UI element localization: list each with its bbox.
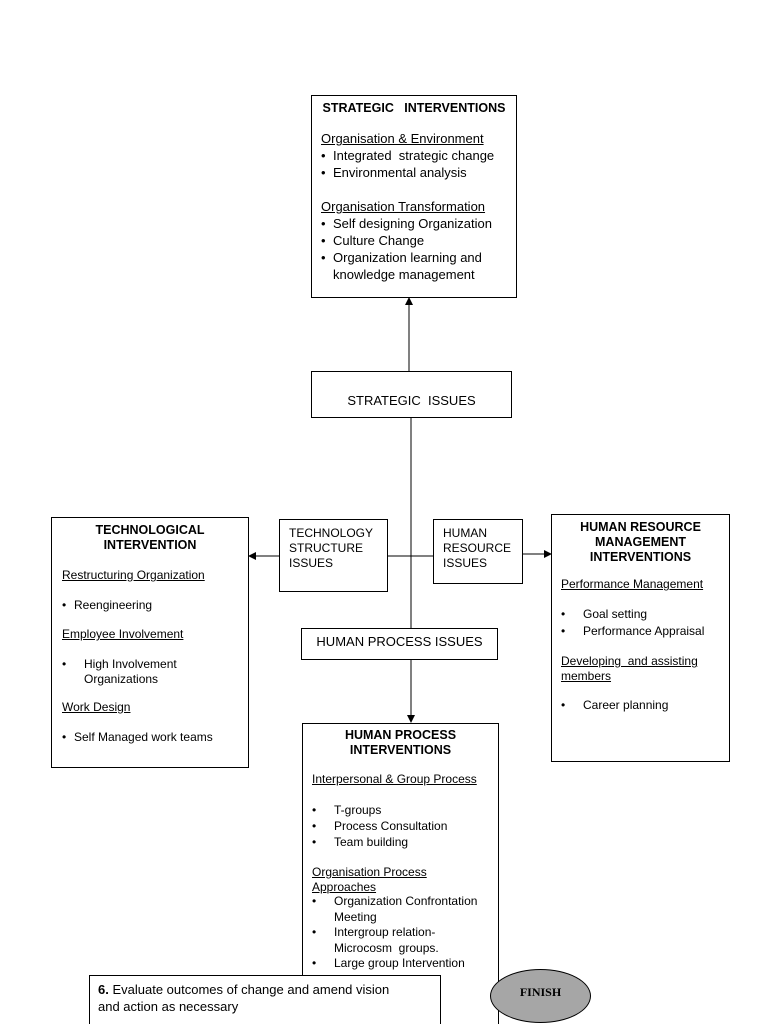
list-item: •Performance Appraisal <box>561 624 705 638</box>
technology-structure-issues-box: TECHNOLOGY STRUCTURE ISSUES <box>279 519 388 592</box>
list-item: •Environmental analysis <box>321 165 467 180</box>
section-heading: Organisation & Environment <box>321 131 484 146</box>
strategic-issues-box: STRATEGIC ISSUES <box>311 371 512 418</box>
strategic-issues-label: STRATEGIC ISSUES <box>347 393 476 408</box>
list-item-continuation: Meeting <box>334 909 377 924</box>
step-number: 6. <box>98 982 109 997</box>
list-item: •Team building <box>312 835 409 849</box>
list-item: •Reengineering <box>62 598 153 612</box>
list-item: •Organization Confrontation <box>312 894 478 908</box>
step-6-box: 6. Evaluate outcomes of change and amend… <box>89 975 441 1024</box>
human-process-issues-label: HUMAN PROCESS ISSUES <box>316 634 483 649</box>
list-item: •Integrated strategic change <box>321 148 495 163</box>
technology-structure-issues-label: TECHNOLOGY STRUCTURE ISSUES <box>289 526 374 570</box>
strategic-interventions-box: STRATEGIC INTERVENTIONS Organisation & E… <box>311 95 517 298</box>
section-heading: Work Design <box>62 700 131 714</box>
list-item: •T-groups <box>312 803 382 817</box>
list-item: •Organization learning and <box>321 250 482 265</box>
list-item: •Career planning <box>561 698 669 712</box>
technological-intervention-box: TECHNOLOGICAL INTERVENTION Restructuring… <box>51 517 249 768</box>
list-item-continuation: knowledge management <box>333 267 475 282</box>
step-6-text: 6. Evaluate outcomes of change and amend… <box>98 982 390 1014</box>
strategic-section-2: Organisation Transformation •Self design… <box>321 198 516 283</box>
section-heading: Organisation Transformation <box>321 199 486 214</box>
human-resource-issues-box: HUMAN RESOURCE ISSUES <box>433 519 523 584</box>
finish-label: FINISH <box>519 985 562 999</box>
list-item: •Culture Change <box>321 233 425 248</box>
list-item: •High Involvement Organizations <box>62 657 177 686</box>
section-heading: Employee Involvement <box>62 627 184 641</box>
list-item: •Large group Intervention <box>312 956 465 970</box>
human-process-interventions-title: HUMAN PROCESS INTERVENTIONS <box>344 728 457 757</box>
list-item: •Goal setting <box>561 607 648 621</box>
human-resource-issues-label: HUMAN RESOURCE ISSUES <box>443 526 512 570</box>
human-process-interventions-box: HUMAN PROCESS INTERVENTIONS Interpersona… <box>302 723 499 1024</box>
section-heading: Organisation Process Approaches <box>312 865 427 894</box>
hrm-list-1: •Goal setting •Performance Appraisal <box>561 607 704 639</box>
list-item: •Self Managed work teams <box>62 730 213 744</box>
list-item-continuation: Microcosm groups. <box>334 940 439 955</box>
hrm-interventions-title: HUMAN RESOURCE MANAGEMENT INTERVENTIONS <box>580 520 701 564</box>
hp-list-2: •Organization Confrontation Meeting •Int… <box>312 894 477 972</box>
human-process-issues-box: HUMAN PROCESS ISSUES <box>301 628 498 660</box>
section-heading: Performance Management <box>561 577 704 591</box>
section-heading: Restructuring Organization <box>62 568 205 582</box>
list-item: •Process Consultation <box>312 819 448 833</box>
section-heading: Interpersonal & Group Process <box>312 772 477 786</box>
strategic-interventions-title: STRATEGIC INTERVENTIONS <box>322 101 506 115</box>
finish-ellipse: FINISH <box>490 969 591 1023</box>
list-item: •Intergroup relation- <box>312 925 436 939</box>
hp-list-1: •T-groups •Process Consultation •Team bu… <box>312 802 447 850</box>
strategic-section-1: Organisation & Environment •Integrated s… <box>321 130 516 181</box>
hrm-interventions-box: HUMAN RESOURCE MANAGEMENT INTERVENTIONS … <box>551 514 730 762</box>
section-heading: Developing and assisting members <box>561 654 698 683</box>
list-item: •Self designing Organization <box>321 216 492 231</box>
technological-intervention-title: TECHNOLOGICAL INTERVENTION <box>95 523 205 552</box>
